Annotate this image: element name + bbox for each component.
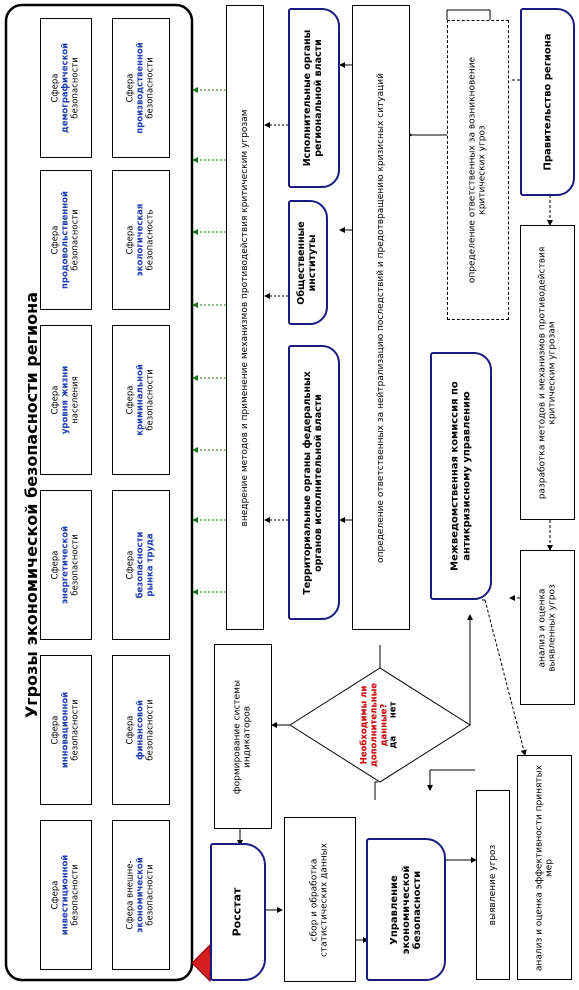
sphere-line: безопасности: [144, 864, 155, 926]
sphere-line: безопасности: [144, 57, 155, 119]
indicators-box: формирование системы индикаторов: [214, 644, 272, 829]
territorial-box: Территориальные органы федеральных орган…: [288, 345, 340, 620]
methods-dev-box: разработка методов и механизмов противод…: [520, 225, 575, 520]
analysis-box: анализ и оценка выявленных угроз: [520, 550, 575, 705]
sphere-line: населения: [69, 376, 80, 424]
decision-text: Необходимы ли дополнительные данные? да …: [325, 680, 435, 770]
collection-box: сбор и обработка статистических данных: [284, 817, 356, 982]
decision-no: нет: [388, 701, 399, 719]
sphere-line: безопасности: [69, 209, 80, 271]
sphere-line: безопасности: [69, 57, 80, 119]
sphere-line: безопасности: [144, 699, 155, 761]
decision-question: Необходимы ли дополнительные данные?: [359, 682, 389, 768]
commission-box: Межведомственная комиссия по антикризисн…: [430, 352, 492, 600]
detection-box: выявление угроз: [476, 790, 510, 980]
sphere-line: рынка труда: [144, 533, 155, 597]
decision-yes: да: [388, 735, 399, 749]
implementation-box: внедрение методов и применение механизмо…: [226, 5, 264, 630]
sphere-line: безопасности: [69, 534, 80, 596]
threats-title: Угрозы экономической безопасности регион…: [21, 291, 41, 719]
executive-box: Исполнительные органы региональной власт…: [288, 8, 340, 188]
rosstat-box: Росстат: [210, 843, 266, 981]
sphere-line: безопасности: [69, 864, 80, 926]
decision-diamond: [289, 667, 471, 783]
decision-answers: да нет: [388, 680, 400, 770]
threats-frame: [4, 3, 194, 982]
management-box: Управление экономической безопасности: [366, 838, 446, 981]
institutes-box: Общественные институты: [288, 200, 328, 325]
efficiency-box: анализ и оценка эффективности принятых м…: [517, 755, 572, 980]
sphere-line: безопасности: [144, 369, 155, 431]
sphere-line: безопасности: [69, 699, 80, 761]
responsible-critical-box: определение ответственных за возникновен…: [447, 20, 509, 320]
government-box: Правительство региона: [520, 8, 575, 196]
responsibility-box: определение ответственных за нейтрализац…: [352, 5, 410, 630]
sphere-line: безопасность: [144, 209, 155, 271]
